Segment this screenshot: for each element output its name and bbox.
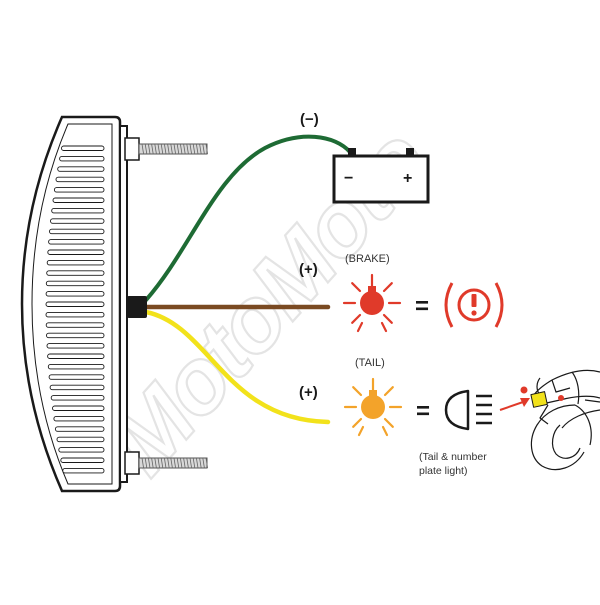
tail-wire (143, 309, 331, 425)
tail-equals: = (416, 398, 430, 425)
brake-warning-icon (444, 282, 504, 328)
lens-slats (45, 145, 105, 474)
lens-slat (48, 239, 105, 245)
tail-polarity-label: (+) (299, 384, 318, 401)
mounting-stud-bottom (138, 457, 208, 469)
lens-slat (55, 176, 105, 183)
lens-slat (61, 145, 105, 151)
tail-tag: (TAIL) (355, 357, 385, 369)
brake-bulb-icon (342, 273, 402, 333)
mounting-stud-top (138, 143, 208, 155)
battery-positive-sign: + (403, 170, 412, 187)
battery-negative-sign: − (344, 170, 353, 187)
lens-slat (49, 384, 105, 391)
battery-icon: (−) − + (300, 111, 430, 204)
lens-slat (47, 353, 105, 359)
tail-note-line1: (Tail & number (419, 451, 487, 463)
lens-slat (62, 467, 105, 474)
lens-slat (48, 374, 105, 380)
lens-slat (50, 218, 105, 224)
lens-slat (46, 259, 105, 266)
lens-slat (52, 405, 105, 411)
tail-bulb-icon (343, 377, 403, 437)
lens-slat (57, 166, 105, 172)
tail-section: (TAIL) (+) = (Tail & number plate light) (299, 357, 492, 477)
lens-slat (60, 457, 105, 463)
mount-block-bottom (124, 451, 140, 475)
lens-slat (45, 322, 105, 328)
tail-light-housing (20, 115, 208, 493)
cable-grommet (127, 296, 147, 318)
lens-slat (53, 187, 105, 193)
tail-light-icon (444, 389, 492, 431)
brake-section: (BRAKE) (+) = (299, 253, 504, 333)
brake-polarity-label: (+) (299, 261, 318, 278)
brake-tag: (BRAKE) (345, 253, 390, 265)
battery-polarity-label: (−) (300, 111, 319, 128)
lens-slat (51, 207, 105, 214)
lens-slat (56, 436, 105, 443)
lens-slat (47, 363, 105, 370)
lens-slat (52, 197, 105, 203)
lens-slat (47, 249, 105, 255)
tail-note-line2: plate light) (419, 465, 467, 477)
lens-slat (54, 426, 105, 432)
lens-slat (53, 415, 105, 422)
ground-wire (144, 134, 352, 302)
lens-slat (46, 270, 105, 276)
lens-slat (45, 280, 105, 287)
lens-slat (45, 291, 105, 297)
lens-slat (59, 155, 105, 162)
lens-slat (49, 228, 105, 235)
lens-slat (46, 332, 105, 339)
lens-slat (46, 343, 105, 349)
mount-block-top (124, 137, 140, 161)
motorcycle-icon (499, 369, 600, 471)
lens-slat (45, 301, 105, 307)
brake-equals: = (415, 293, 429, 320)
lens-slat (58, 447, 105, 453)
lens-slat (45, 311, 105, 318)
lens-slat (50, 395, 105, 401)
